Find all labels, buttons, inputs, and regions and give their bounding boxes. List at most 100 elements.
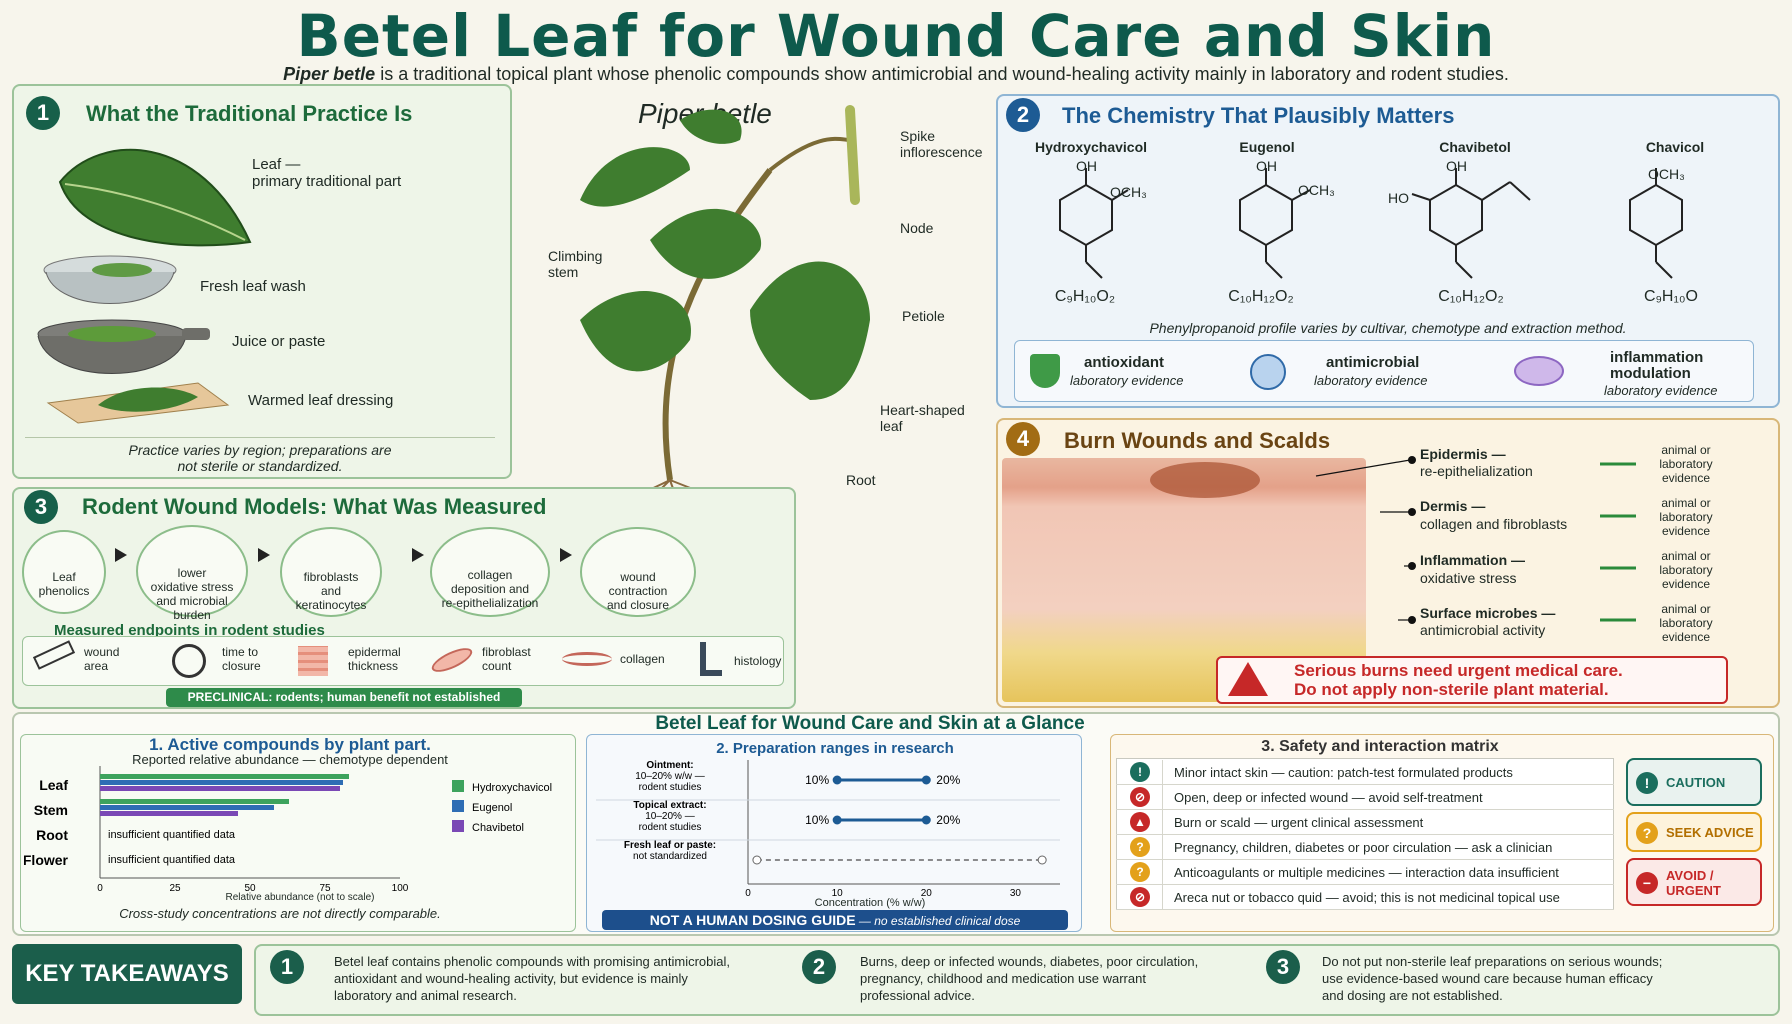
legend-label: Hydroxychavicol [472,782,552,794]
mortar-paste-icon [37,319,210,374]
takeaways-panel [254,944,1780,1016]
endpoint-label: time to closure [222,645,261,673]
plant-label-leaf: Heart-shaped leaf [880,402,965,434]
bar-eugenol [100,805,274,810]
chart-preparation-panel [586,734,1082,932]
column-divider [1162,760,1163,785]
bar-eugenol [100,780,343,785]
skin-layer-icon [298,646,328,676]
practice-item-wash: Fresh leaf wash [200,278,306,295]
microbe-icon [1250,354,1286,390]
plant-label-spike: Spike inflorescence [900,128,983,160]
x-tick-label: 100 [392,883,409,894]
dosing-guide-banner: NOT A HUMAN DOSING GUIDE — no establishe… [602,910,1068,930]
layer-sub: oxidative stress [1420,570,1517,586]
legend-avoid-urgent: − AVOID / URGENT [1626,858,1762,906]
divider [25,437,495,438]
practice-item-dressing: Warmed leaf dressing [248,392,394,409]
endpoint-label: collagen [620,652,665,666]
arrow-icon [560,548,572,562]
takeaway-text: Do not put non-sterile leaf preparations… [1322,954,1663,1003]
layer-label: Surface microbes — [1420,605,1556,621]
category-label: not standardized [633,851,707,862]
chart1-subtitle: Reported relative abundance — chemotype … [132,752,448,767]
layer-label: Dermis — [1420,498,1486,514]
x-tick-label: 30 [1010,888,1022,899]
chart1-note: Cross-study concentrations are not direc… [119,906,441,921]
insufficient-data-label: insufficient quantified data [108,854,236,866]
evidence-label: animal or laboratory evidence [1659,496,1713,538]
section-title: Burn Wounds and Scalds [1064,428,1331,453]
safety-row-text: Open, deep or infected wound — avoid sel… [1174,790,1483,805]
chart1-title: 1. Active compounds by plant part. [149,735,431,754]
category-label: Ointment: [646,760,693,771]
question-icon: ? [1130,837,1150,857]
compound-name: Eugenol [1239,139,1295,155]
burn-warning-text: Serious burns need urgent medical care. … [1294,661,1623,699]
chemistry-note: Phenylpropanoid profile varies by cultiv… [1149,320,1627,336]
warning-icon: ▲ [1130,812,1150,832]
safety-row-text: Minor intact skin — caution: patch-test … [1174,765,1513,780]
compound-name: Hydroxychavicol [1034,139,1148,155]
no-entry-icon: ⊘ [1130,787,1150,807]
shield-icon [1030,354,1060,388]
column-divider [1162,885,1163,910]
range-low-point [752,855,762,865]
page-title: Betel Leaf for Wound Care and Skin [296,2,1496,70]
bar-hydroxychavicol [100,774,349,779]
plant-label-stem: Climbing stem [548,248,603,280]
legend-swatch [452,780,464,792]
step-circle [580,527,696,617]
layer-label: Epidermis — [1420,446,1506,462]
bar-hydroxychavicol [100,799,289,804]
step-label: collagen deposition and re-epithelializa… [441,568,539,610]
evidence-label: animal or laboratory evidence [1659,602,1713,644]
activity-sub: laboratory evidence [1314,373,1428,388]
safety-row-text: Burn or scald — urgent clinical assessme… [1174,815,1424,830]
column-divider [1162,860,1163,885]
practice-note: Practice varies by region; preparations … [128,442,392,474]
chart-compounds-panel [20,734,576,932]
legend-seek-advice: ? SEEK ADVICE [1626,812,1762,852]
column-divider [1162,810,1163,835]
takeaway-text: Burns, deep or infected wounds, diabetes… [860,954,1199,1003]
endpoint-label: epidermal thickness [348,645,401,673]
safety-row: ⊘ Open, deep or infected wound — avoid se… [1116,785,1614,810]
endpoint-label: fibroblast count [482,645,531,673]
range-high-label: 20% [936,813,960,827]
leaf-illustration [58,148,252,247]
compound-formula: C₉H₁₀O₂ [1054,288,1116,305]
takeaway-number: 3 [1266,950,1300,984]
step-label: fibroblasts and keratinocytes [295,570,367,612]
compound-name: Chavibetol [1439,139,1511,155]
activity-strip [1014,340,1754,402]
section-title: Rodent Wound Models: What Was Measured [82,494,547,519]
arrow-icon [115,548,127,562]
activity-label: inflammation modulation [1610,349,1704,382]
safety-row-text: Pregnancy, children, diabetes or poor ci… [1174,840,1553,855]
layer-sub: antimicrobial activity [1420,622,1546,638]
info-icon: ! [1130,762,1150,782]
practice-item-paste: Juice or paste [232,333,326,350]
category-label: Fresh leaf or paste: [624,840,716,851]
step-label: wound contraction and closure [606,570,670,612]
chart2-xlabel: Concentration (% w/w) [814,897,926,909]
section-title: The Chemistry That Plausibly Matters [1062,103,1455,128]
compound-formula: C₁₀H₁₂O₂ [1438,288,1504,305]
x-tick-label: 50 [244,883,256,894]
legend-swatch [452,820,464,832]
category-label: Topical extract: [633,800,706,811]
atom-och3: OCH₃ [1298,182,1335,198]
step-circle [280,527,382,617]
info-icon: ! [1636,772,1658,794]
layer-sub: collagen and fibroblasts [1420,516,1568,532]
x-tick-label: 10 [832,888,844,899]
step-circle [136,525,248,617]
endpoint-label: wound area [84,645,120,673]
evidence-label: animal or laboratory evidence [1659,443,1713,485]
legend-label: Chavibetol [472,822,524,834]
collagen-icon [562,652,612,666]
evidence-label: animal or laboratory evidence [1659,549,1713,591]
step-circle [430,527,550,617]
microscope-icon [700,642,722,676]
